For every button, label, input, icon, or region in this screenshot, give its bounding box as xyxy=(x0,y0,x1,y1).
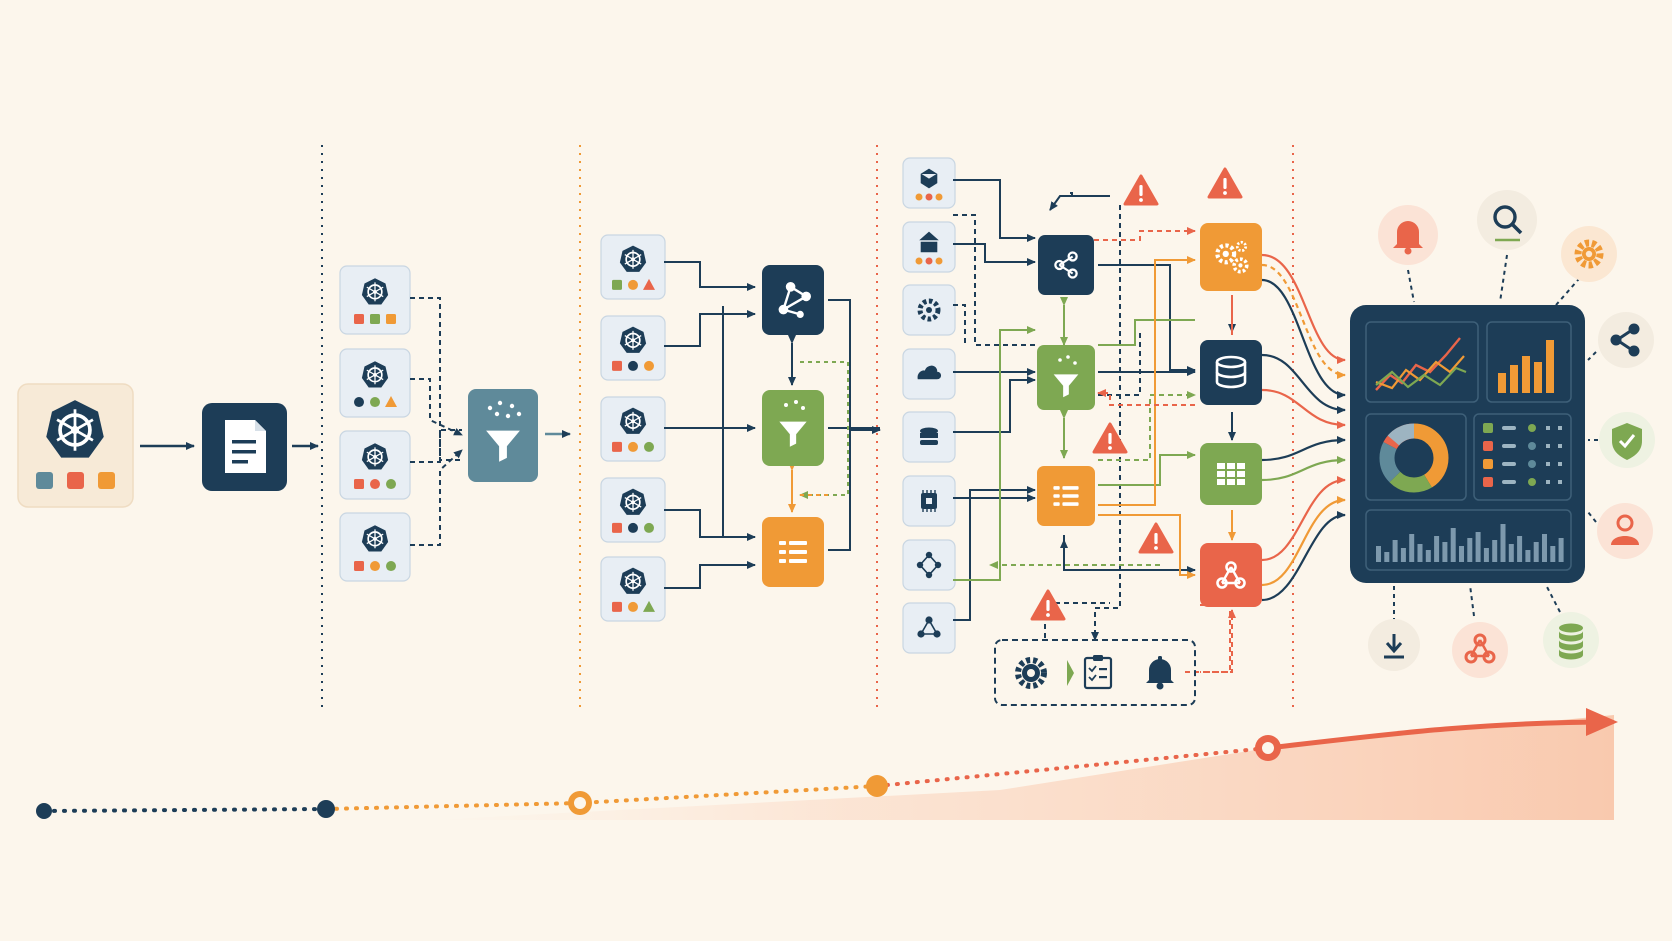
milestone-2 xyxy=(317,800,335,818)
stage3-cluster-tiles xyxy=(600,234,666,622)
stage3-connectors xyxy=(664,261,881,589)
bell-icon xyxy=(1378,205,1438,265)
stage3-cluster-tile-3 xyxy=(600,396,666,462)
manifest-document-tile xyxy=(202,403,287,491)
warning-triangle-icon xyxy=(1123,174,1159,206)
source-tile-8 xyxy=(902,602,956,654)
source-tile-6 xyxy=(902,475,956,527)
cluster-tile-4 xyxy=(339,512,411,582)
aggregation-funnel-tile xyxy=(468,389,538,482)
observability-dashboard xyxy=(1350,305,1585,583)
stage3-cluster-tile-5 xyxy=(600,556,666,622)
bell-icon xyxy=(1146,656,1174,690)
share-icon xyxy=(1598,312,1654,368)
list-node-tile xyxy=(762,517,824,587)
gears-node-tile xyxy=(1200,223,1262,291)
user-icon xyxy=(1597,503,1653,559)
cluster-tile-1 xyxy=(339,265,411,335)
graph-node-tile xyxy=(762,265,824,335)
shield-check-icon xyxy=(1599,412,1655,468)
milestone-1 xyxy=(36,803,52,819)
stage3-cluster-tile-1 xyxy=(600,234,666,300)
stage4-green-links xyxy=(953,297,1196,581)
source-tile-2 xyxy=(902,221,956,273)
stage4-source-tiles xyxy=(902,157,956,654)
gear-icon xyxy=(1015,657,1047,689)
source-tile-5 xyxy=(902,411,956,463)
growth-area xyxy=(430,715,1614,820)
filter-node-tile xyxy=(762,390,824,466)
checklist-icon xyxy=(1083,655,1113,690)
database-node-tile xyxy=(1200,340,1262,405)
webhook-node-tile xyxy=(1200,543,1262,607)
cluster-tile-2 xyxy=(339,348,411,418)
download-icon xyxy=(1368,619,1420,671)
warning-triangle-icon xyxy=(1030,589,1066,621)
stage2-cluster-tiles xyxy=(339,265,411,582)
stage3-feedback xyxy=(799,361,849,499)
stage4-dashed-links xyxy=(953,205,1141,641)
stage4-orange-links xyxy=(989,227,1236,673)
single-cluster-tile xyxy=(17,383,134,508)
source-tile-3 xyxy=(902,284,956,336)
stage3-cluster-tile-4 xyxy=(600,477,666,543)
share-node-tile xyxy=(1038,235,1094,295)
webhook-icon xyxy=(1452,622,1508,678)
progress-timeline xyxy=(36,708,1618,819)
database-icon xyxy=(1543,612,1599,668)
grid-node-tile xyxy=(1200,443,1262,505)
search-icon xyxy=(1477,190,1537,250)
warning-triangle-icon xyxy=(1092,422,1128,454)
stage3-cluster-tile-2 xyxy=(600,315,666,381)
stage2-connectors xyxy=(410,297,463,546)
control-panel xyxy=(994,639,1196,706)
gear-icon xyxy=(1561,226,1617,282)
list-node-tile-2 xyxy=(1037,466,1095,526)
milestone-4 xyxy=(866,775,888,797)
source-tile-7 xyxy=(902,539,956,591)
warning-triangle-icon xyxy=(1138,522,1174,554)
source-tile-4 xyxy=(902,348,956,400)
dashboard-feeds xyxy=(1261,253,1346,602)
source-tile-1 xyxy=(902,157,956,209)
cluster-tile-3 xyxy=(339,430,411,500)
filter-node-tile-2 xyxy=(1037,345,1095,410)
warning-triangle-icon xyxy=(1207,167,1243,199)
